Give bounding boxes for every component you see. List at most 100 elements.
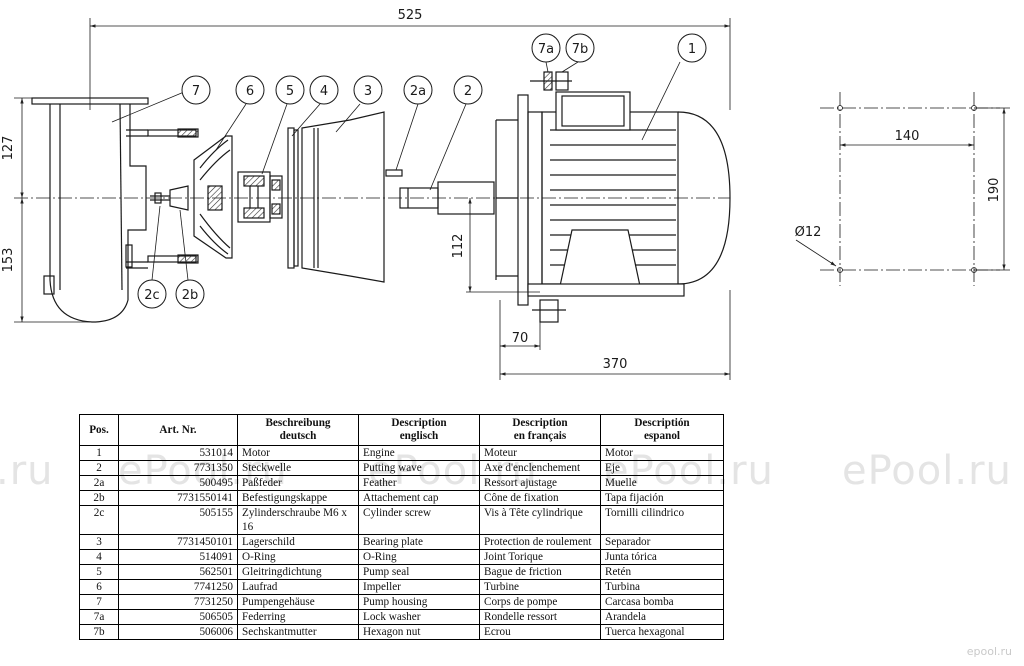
callout-leaders (111, 61, 681, 281)
callout-7a (531, 33, 561, 63)
callout-1 (677, 33, 707, 63)
cell-en: Attachement cap (358, 490, 480, 506)
cell-es: Arandela (600, 609, 724, 625)
cell-es: Motor (600, 445, 724, 461)
cell-art: 7731250 (118, 594, 238, 610)
callout-label: 5 (286, 84, 294, 99)
cell-en: Engine (358, 445, 480, 461)
cylinder-screw (150, 192, 170, 204)
cell-es: Retén (600, 564, 724, 580)
cell-art: 7731450101 (118, 534, 238, 550)
cell-fr: Corps de pompe (479, 594, 601, 610)
cell-art: 505155 (118, 505, 238, 535)
callout-2c (137, 279, 167, 309)
callout-4 (309, 75, 339, 105)
footprint-plan (795, 92, 1010, 286)
cell-fr: Bague de friction (479, 564, 601, 580)
cell-fr: Ecrou (479, 624, 601, 640)
cell-en: Bearing plate (358, 534, 480, 550)
cell-pos: 2a (79, 475, 119, 491)
callout-label: 7 (192, 84, 200, 99)
cell-fr: Moteur (479, 445, 601, 461)
cell-fr: Cône de fixation (479, 490, 601, 506)
cell-art: 562501 (118, 564, 238, 580)
callout-label: 2b (182, 288, 199, 303)
cell-en: Feather (358, 475, 480, 491)
callout-2b (175, 279, 205, 309)
cell-de: Gleitringdichtung (237, 564, 359, 580)
cell-pos: 1 (79, 445, 119, 461)
callout-label: 2c (144, 288, 159, 303)
dim-pump-top: 127 (1, 136, 16, 161)
cell-de: Pumpengehäuse (237, 594, 359, 610)
cell-es: Turbina (600, 579, 724, 595)
motor (495, 91, 731, 306)
cell-pos: 2b (79, 490, 119, 506)
cell-pos: 7b (79, 624, 119, 640)
cell-en: Cylinder screw (358, 505, 480, 535)
cell-en: Pump housing (358, 594, 480, 610)
key (385, 169, 403, 177)
cell-es: Tornilli cilindrico (600, 505, 724, 535)
cell-de: O-Ring (237, 549, 359, 565)
cell-art: 506006 (118, 624, 238, 640)
dim-motor-length: 370 (603, 357, 628, 372)
cell-de: Lagerschild (237, 534, 359, 550)
cell-de: Zylinderschraube M6 x 16 (237, 505, 359, 535)
cell-fr: Joint Torique (479, 549, 601, 565)
cell-art: 500495 (118, 475, 238, 491)
cell-pos: 2 (79, 460, 119, 476)
cell-art: 514091 (118, 549, 238, 565)
cell-es: Carcasa bomba (600, 594, 724, 610)
cell-pos: 5 (79, 564, 119, 580)
pump-housing (31, 97, 149, 323)
cell-de: Motor (237, 445, 359, 461)
cell-es: Tapa fijación (600, 490, 724, 506)
cell-de: Federring (237, 609, 359, 625)
cell-en: O-Ring (358, 549, 480, 565)
bearing-plate (301, 111, 385, 283)
cell-fr: Rondelle ressort (479, 609, 601, 625)
cell-de: Sechskantmutter (237, 624, 359, 640)
cell-de: Paßfeder (237, 475, 359, 491)
cell-pos: 6 (79, 579, 119, 595)
cell-fr: Turbine (479, 579, 601, 595)
cell-art: 531014 (118, 445, 238, 461)
cell-en: Pump seal (358, 564, 480, 580)
o-ring (287, 127, 299, 269)
cell-fr: Axe d'enclenchement (479, 460, 601, 476)
callout-2 (453, 75, 483, 105)
shaft (399, 181, 495, 215)
attachment-cap (169, 185, 189, 211)
cell-en: Lock washer (358, 609, 480, 625)
callout-2a (403, 75, 433, 105)
callout-7b (565, 33, 595, 63)
watermark-text: .ru (0, 448, 54, 494)
housing-studs (147, 128, 199, 264)
cell-es: Junta tórica (600, 549, 724, 565)
dim-pump-bottom: 153 (1, 248, 16, 273)
cell-de: Steckwelle (237, 460, 359, 476)
cell-art: 506505 (118, 609, 238, 625)
dim-foot-height: 190 (987, 178, 1002, 203)
callout-5 (275, 75, 305, 105)
cell-fr: Ressort ajustage (479, 475, 601, 491)
cell-es: Eje (600, 460, 724, 476)
watermark-text: ePool.ru (842, 448, 1012, 494)
cell-pos: 3 (79, 534, 119, 550)
impeller (193, 135, 233, 259)
cell-pos: 4 (79, 549, 119, 565)
